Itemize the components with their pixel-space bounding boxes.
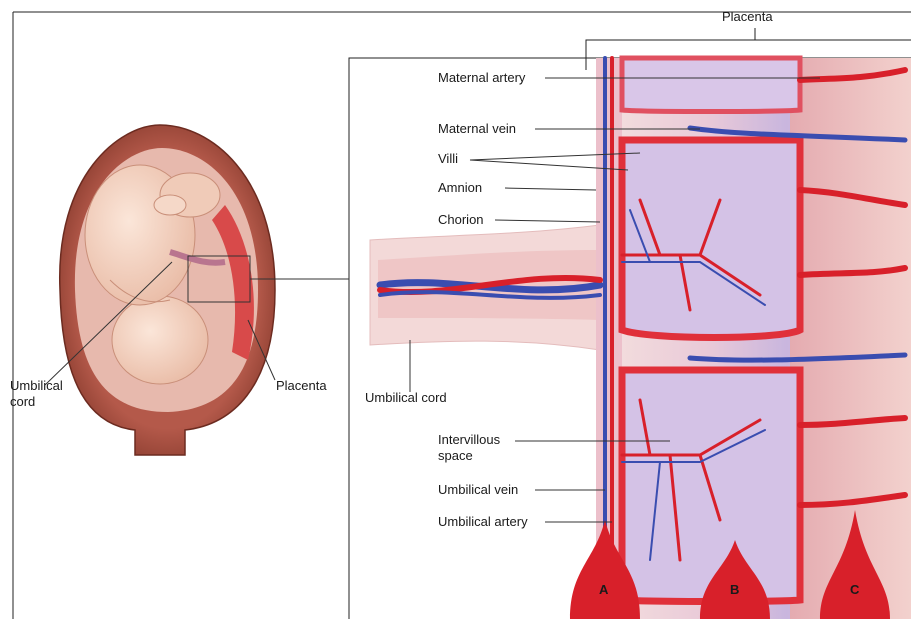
label-intervillous-line2: space [438,448,500,464]
placenta-detail [370,58,911,619]
label-umbilical-artery: Umbilical artery [438,514,528,530]
uterus-overview [45,125,349,455]
label-umbilical-cord-left-line2: cord [10,394,63,410]
label-umbilical-vein: Umbilical vein [438,482,518,498]
cotyledon-blocks [622,58,800,602]
marker-a: A [599,582,608,598]
label-umbilical-cord-left: Umbilical cord [10,378,63,410]
label-chorion: Chorion [438,212,484,228]
label-villi: Villi [438,151,458,167]
label-placenta-top: Placenta [722,9,773,25]
label-maternal-artery: Maternal artery [438,70,525,86]
label-placenta-left: Placenta [276,378,327,394]
label-intervillous-line1: Intervillous [438,432,500,448]
label-amnion: Amnion [438,180,482,196]
label-umbilical-cord-left-line1: Umbilical [10,378,63,394]
marker-c: C [850,582,859,598]
marker-b: B [730,582,739,598]
label-intervillous-space: Intervillous space [438,432,500,464]
label-umbilical-cord-right: Umbilical cord [365,390,447,406]
label-maternal-vein: Maternal vein [438,121,516,137]
